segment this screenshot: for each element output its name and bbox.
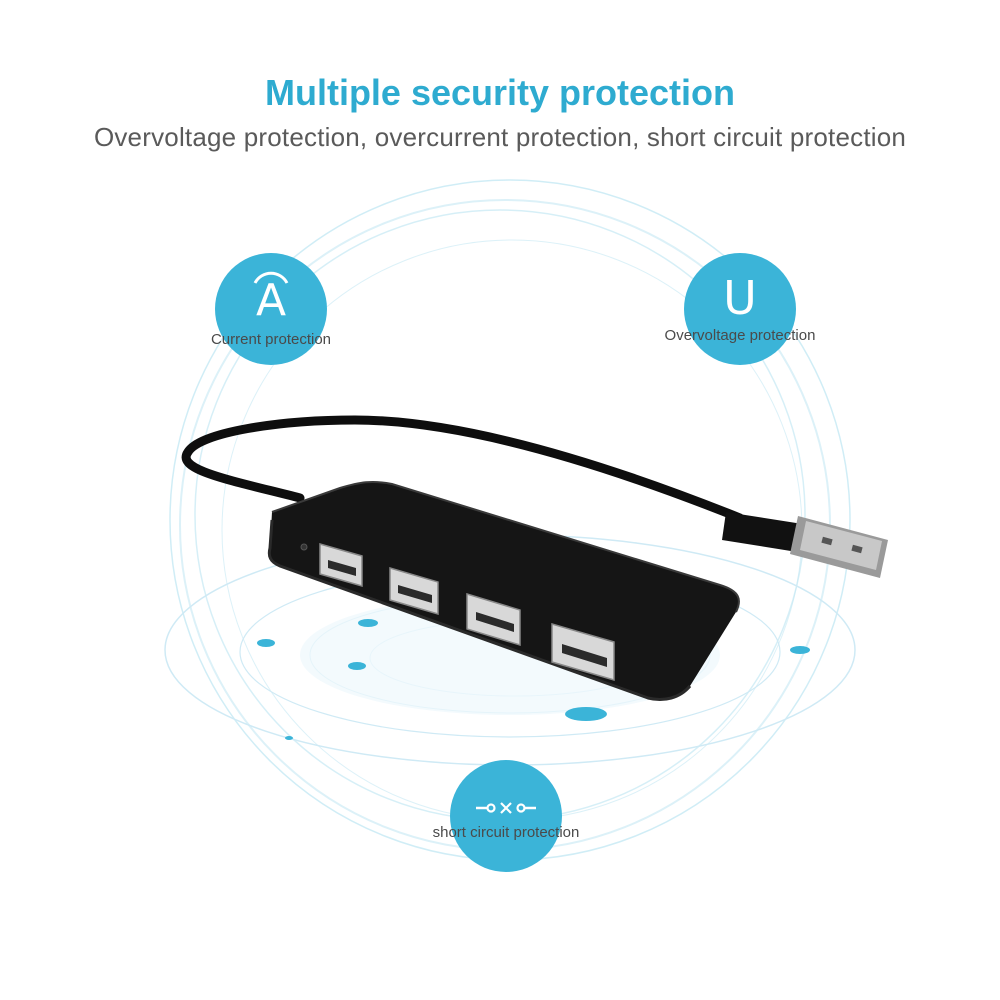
ripple-dots bbox=[257, 619, 810, 740]
short-circuit-protection-label: short circuit protection bbox=[432, 824, 580, 841]
usb-cable bbox=[181, 415, 745, 523]
ampere-arc-icon bbox=[253, 271, 289, 284]
usb-port-1 bbox=[319, 543, 363, 587]
hub-body bbox=[267, 480, 740, 701]
overvoltage-protection-badge: U Overvoltage protection bbox=[665, 253, 815, 365]
short-circuit-protection-badge: short circuit protection bbox=[433, 760, 579, 872]
usb-port-2 bbox=[389, 567, 439, 615]
current-protection-badge: A Current protection bbox=[211, 253, 331, 365]
page-subtitle: Overvoltage protection, overcurrent prot… bbox=[93, 122, 907, 152]
short-circuit-icon bbox=[476, 802, 536, 814]
power-led bbox=[300, 543, 308, 551]
overvoltage-protection-label: Overvoltage protection bbox=[664, 327, 816, 344]
voltage-icon: U bbox=[723, 271, 757, 325]
page-title: Multiple security protection bbox=[264, 72, 736, 113]
usb-port-3 bbox=[466, 592, 521, 647]
current-protection-label: Current protection bbox=[210, 331, 332, 348]
usb-port-4 bbox=[551, 623, 615, 681]
ampere-icon: A bbox=[255, 275, 287, 326]
usb-ports bbox=[319, 543, 615, 681]
usb-a-plug bbox=[722, 512, 888, 578]
